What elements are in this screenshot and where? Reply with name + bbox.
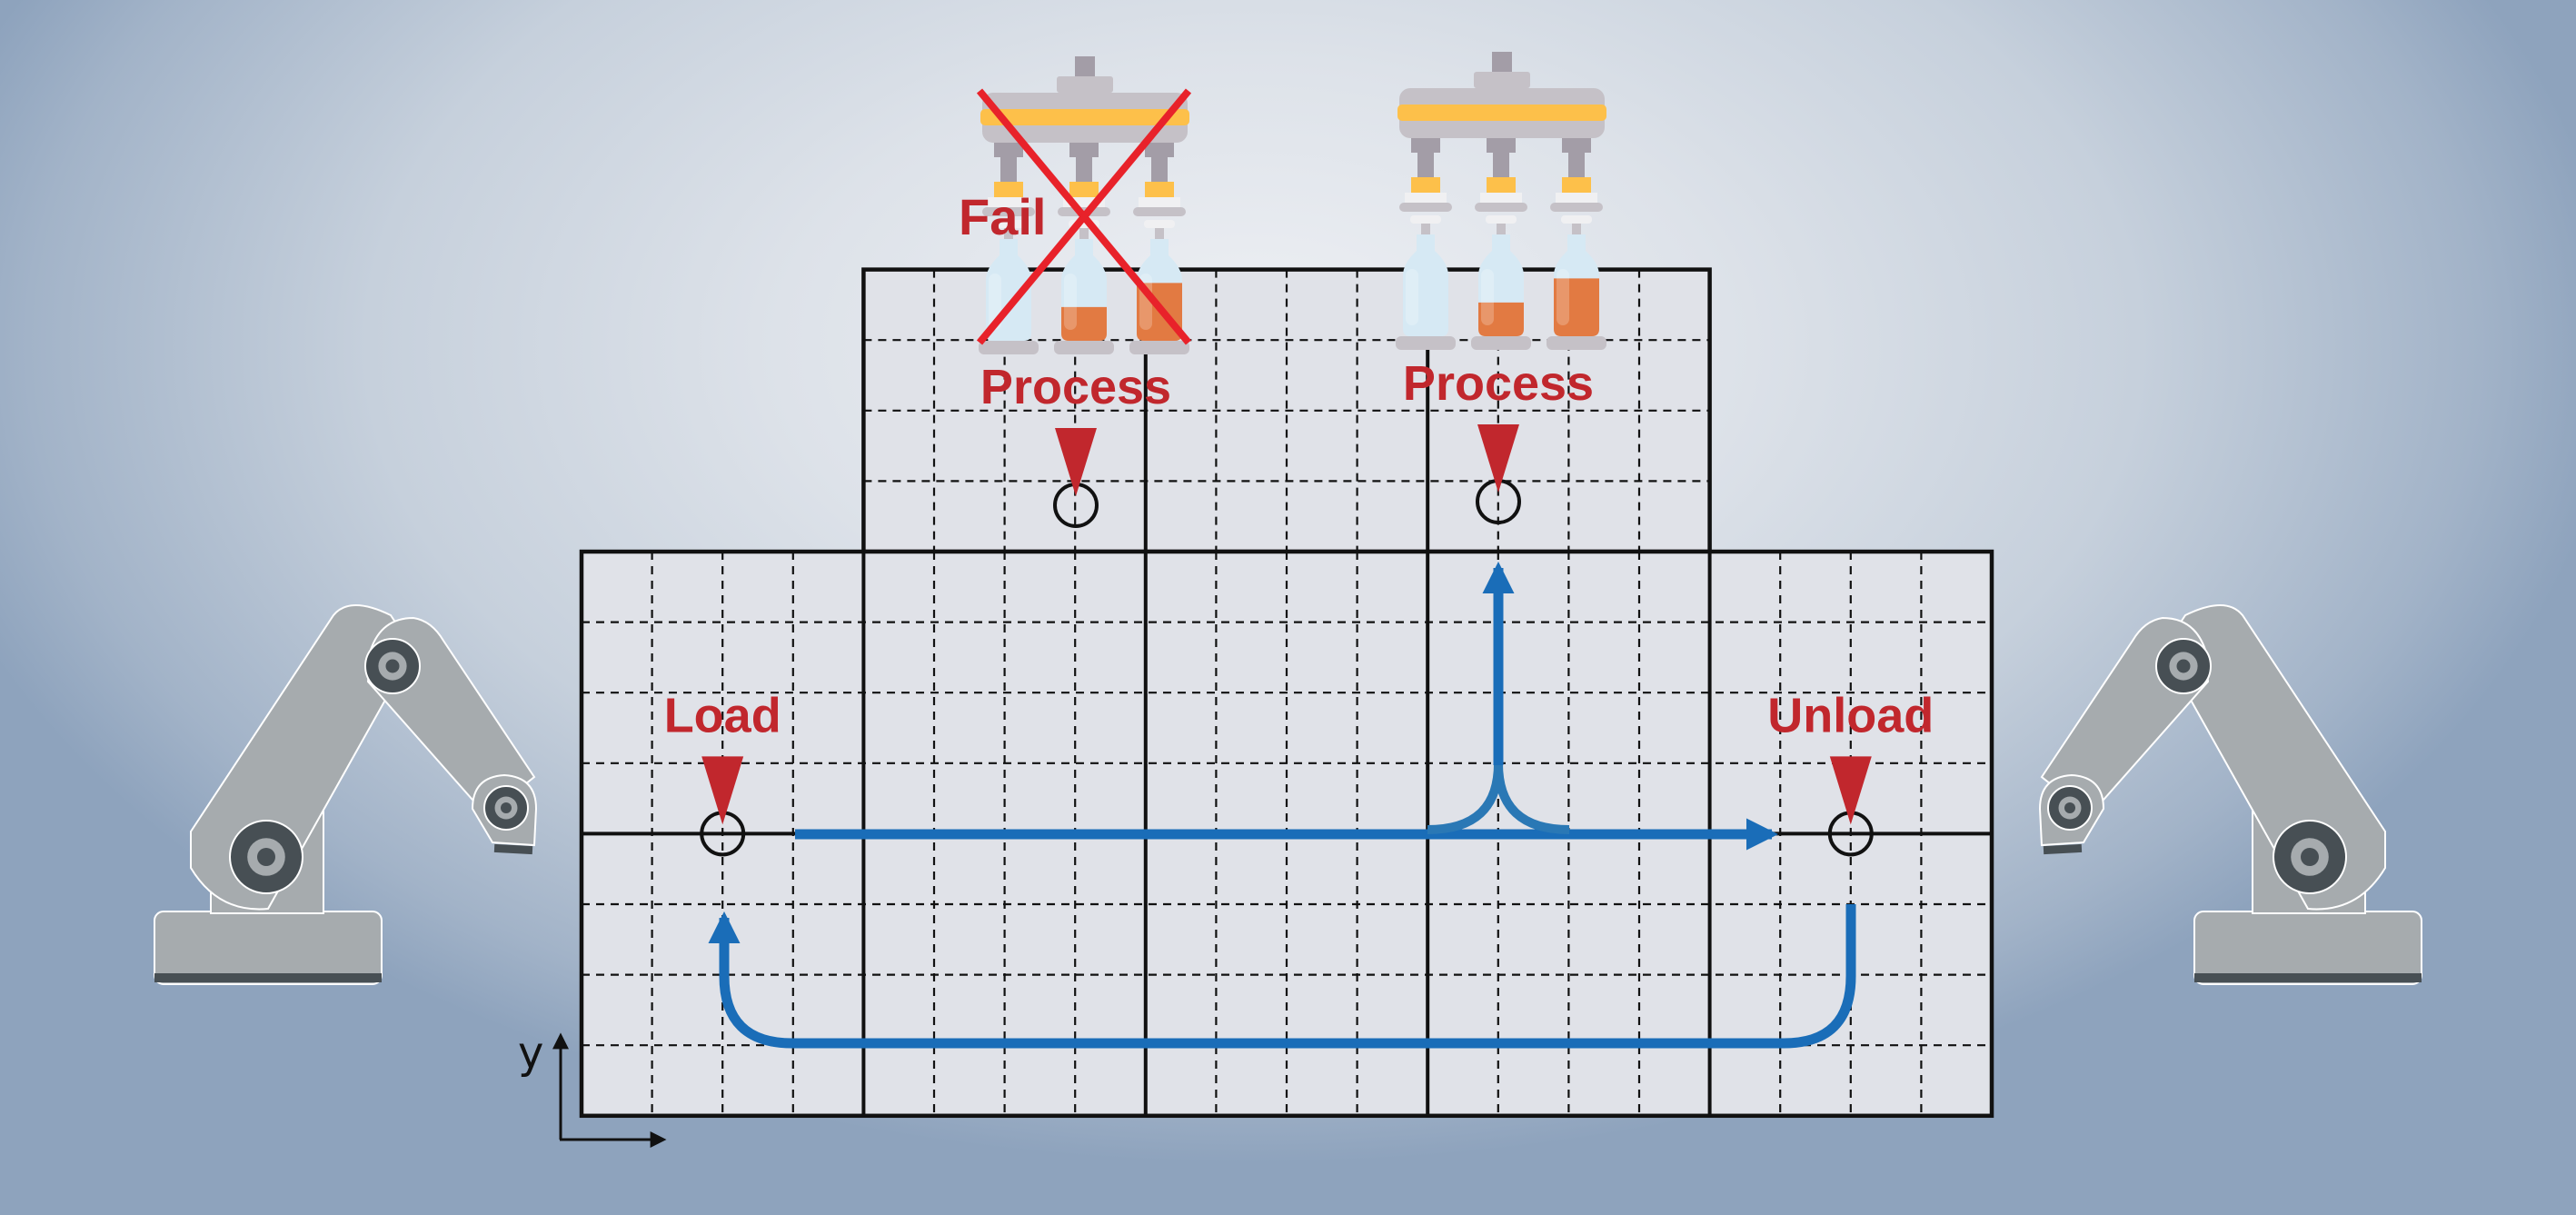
nozzle-tip [1421,224,1430,234]
block-outline [579,549,1994,1119]
bottle-liquid [1554,278,1599,336]
bottle-liquid [1061,306,1107,341]
nozzle-shaft [1568,153,1585,177]
bottle-base [1547,336,1606,350]
nozzle-ring [1480,193,1522,204]
coordinate-axes: y [518,1028,667,1148]
station-pointer-icon [1829,756,1872,825]
nozzle-collar [1411,177,1440,193]
bottle-highlight [1406,269,1418,325]
fail-cross-icon [976,88,1192,345]
bottle-icon [1403,234,1448,336]
nozzle-ring [1405,193,1447,204]
station-label: Unload [1767,688,1934,742]
nozzle-shaft [1000,157,1017,182]
robot-joint-hub [385,659,400,673]
nozzle-ring [1556,193,1597,204]
nozzle-tip-ring [1486,215,1517,224]
filling-machine-process-1 [976,56,1192,354]
nozzle-disc [982,207,1035,216]
nozzle-tip [1004,228,1013,239]
gantry-yellow-band [980,109,1189,125]
nozzle-tip-ring [993,220,1024,228]
robot-arm-left-icon [154,604,538,985]
nozzle-mount [1487,138,1516,153]
station-load: Load [664,688,781,857]
station-label: Process [980,360,1171,414]
robot-joint-hub [2176,659,2191,673]
robot-joint-hub [2301,848,2319,866]
bottle-icon [986,239,1031,341]
nozzle-tip-ring [1144,220,1175,228]
nozzle-tip [1155,228,1164,239]
station-process-2: Process [1403,356,1594,524]
gantry-top [1075,56,1095,76]
gantry-cap [1474,72,1530,88]
station-process-1: Process [980,360,1171,528]
station-unload: Unload [1767,688,1934,857]
nozzle-tip [1497,224,1506,234]
station-pointer-icon [701,756,744,825]
nozzle-disc [1399,203,1452,212]
station-pointer-icon [1055,428,1097,496]
filling-machine-process-2 [1396,52,1606,350]
mover-paths [708,561,1856,1049]
nozzle-disc [1475,203,1527,212]
nozzle-mount [1069,143,1099,157]
nozzle-tip [1079,228,1089,239]
filling-machines [976,52,1606,354]
nozzle-shaft [1417,153,1434,177]
nozzle-disc [1550,203,1603,212]
nozzle-ring [1139,197,1180,208]
bottle-highlight [1557,269,1569,325]
bottle-base [1054,341,1114,354]
robot-gripper [493,843,533,855]
bottle-base [1471,336,1531,350]
nozzle-tip-ring [1561,215,1592,224]
nozzle-collar [1145,182,1174,197]
nozzle-collar [1562,177,1591,193]
bottle-highlight [1481,269,1494,325]
robot-arm-right-icon [2038,604,2422,985]
robot-joint-hub [2064,802,2075,813]
nozzle-mount [1562,138,1591,153]
nozzle-disc [1133,207,1186,216]
y-axis-label: y [518,1028,543,1079]
nozzle-shaft [1076,157,1092,182]
station-label: Load [664,688,781,742]
bottle-liquid [1478,302,1524,336]
gantry-yellow-band [1397,105,1606,121]
nozzle-collar [1069,182,1099,197]
nozzle-mount [1145,143,1174,157]
bottle-highlight [1064,274,1077,330]
nozzle-tip-ring [1410,215,1441,224]
robot-joint-hub [501,802,512,813]
path-branch-right-curve [1494,762,1570,834]
bottle-base [1129,341,1189,354]
path-return [708,904,1856,1049]
station-label: Process [1403,356,1594,411]
nozzle-collar [1487,177,1516,193]
nozzle-ring [988,197,1029,208]
bottle-base [979,341,1039,354]
gantry-cap [1057,76,1113,93]
robot-gripper [2043,843,2083,855]
nozzle-tip [1572,224,1581,234]
robot-joint-hub [257,848,275,866]
station-pointer-icon [1477,424,1519,493]
gantry-top [1492,52,1512,72]
nozzle-mount [994,143,1023,157]
robot-base-plate [2194,973,2422,982]
nozzle-collar [994,182,1023,197]
fail-label: Fail [959,188,1046,245]
bottle-base [1396,336,1456,350]
nozzle-shaft [1151,157,1168,182]
nozzle-shaft [1493,153,1509,177]
robot-base-plate [154,973,382,982]
nozzle-mount [1411,138,1440,153]
